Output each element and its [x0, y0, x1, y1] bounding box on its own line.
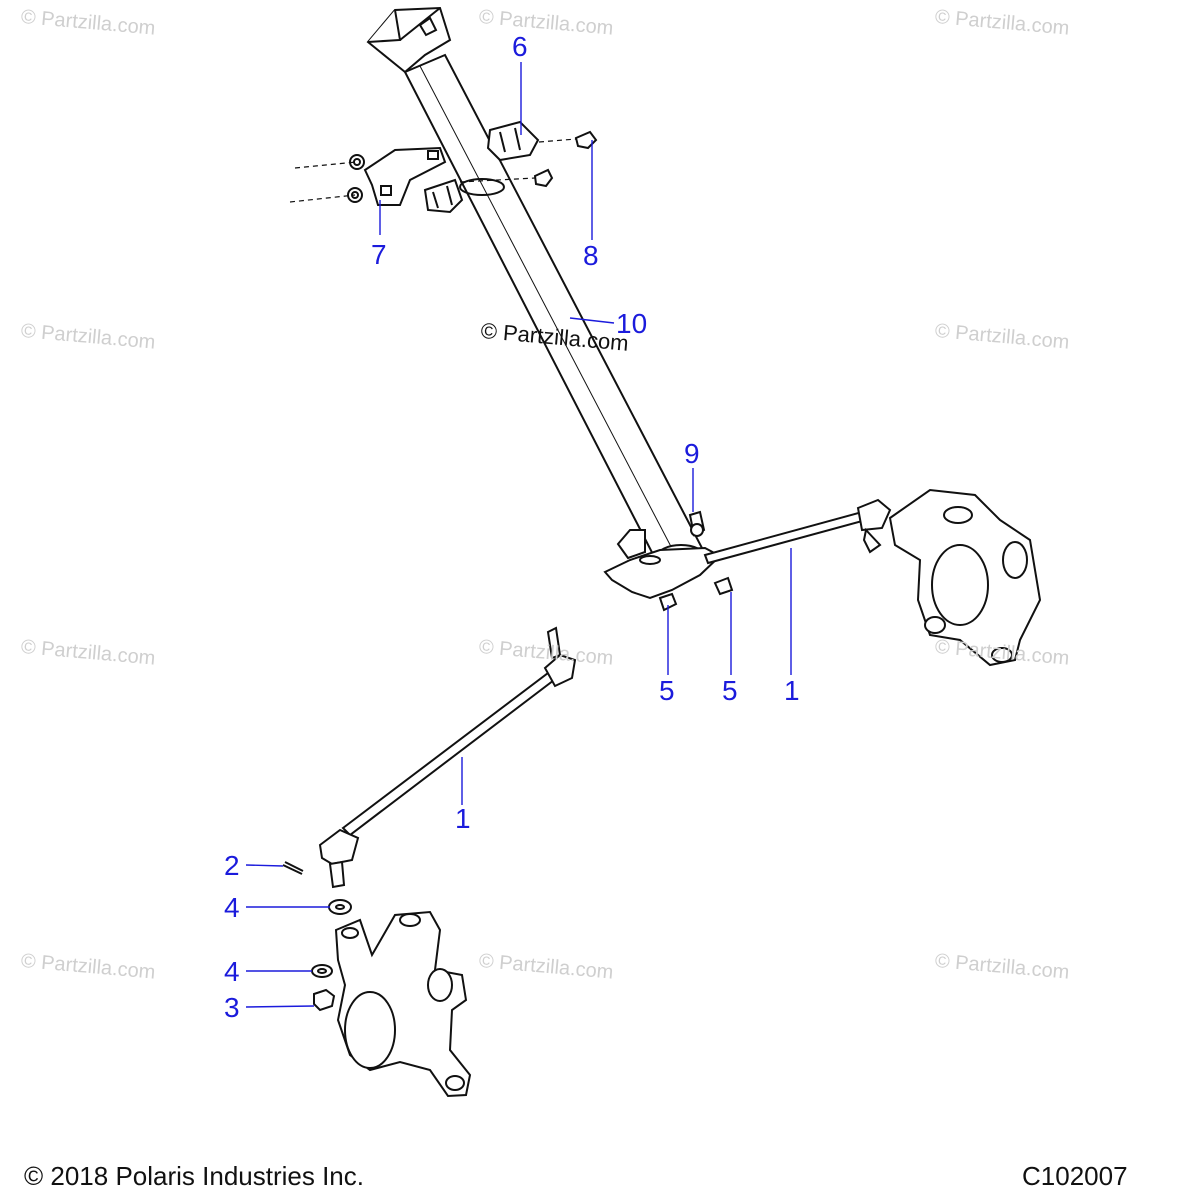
callout-10[interactable]: 10: [616, 308, 648, 339]
callout-9[interactable]: 9: [684, 438, 700, 469]
callout-2[interactable]: 2: [224, 850, 240, 881]
callout-4[interactable]: 4: [224, 956, 240, 987]
callout-1[interactable]: 1: [455, 803, 471, 834]
castle-nut: [313, 988, 336, 1012]
diagram-code: C102007: [1022, 1161, 1128, 1191]
housing-nuts: [658, 576, 734, 612]
callout-1[interactable]: 1: [784, 675, 800, 706]
cotter-pin: [282, 861, 304, 875]
callout-7[interactable]: 7: [371, 239, 387, 270]
callout-4[interactable]: 4: [224, 892, 240, 923]
callout-6[interactable]: 6: [512, 31, 528, 62]
clamp-bolts: [533, 130, 598, 188]
steering-gear-housing: [603, 510, 722, 600]
column-mount-bracket: [366, 6, 452, 74]
leader-lines: [245, 62, 792, 1008]
callout-3[interactable]: 3: [224, 992, 240, 1023]
washers: [311, 899, 352, 978]
column-clamp-ring: [459, 178, 505, 196]
alignment-lines: [289, 138, 577, 203]
callout-5[interactable]: 5: [659, 675, 675, 706]
copyright-text: © 2018 Polaris Industries Inc.: [24, 1161, 364, 1191]
callout-8[interactable]: 8: [583, 240, 599, 271]
tie-rod-right: [703, 498, 892, 565]
clamp-bracket: [363, 146, 447, 206]
tie-rod-left: [318, 626, 577, 889]
steering-knuckle-right: [888, 488, 1042, 667]
steering-column: [403, 53, 706, 570]
clamp-bushing-lower: [423, 178, 464, 214]
callout-5[interactable]: 5: [722, 675, 738, 706]
steering-knuckle-left: [334, 910, 472, 1098]
clamp-bushing-upper: [486, 120, 540, 162]
